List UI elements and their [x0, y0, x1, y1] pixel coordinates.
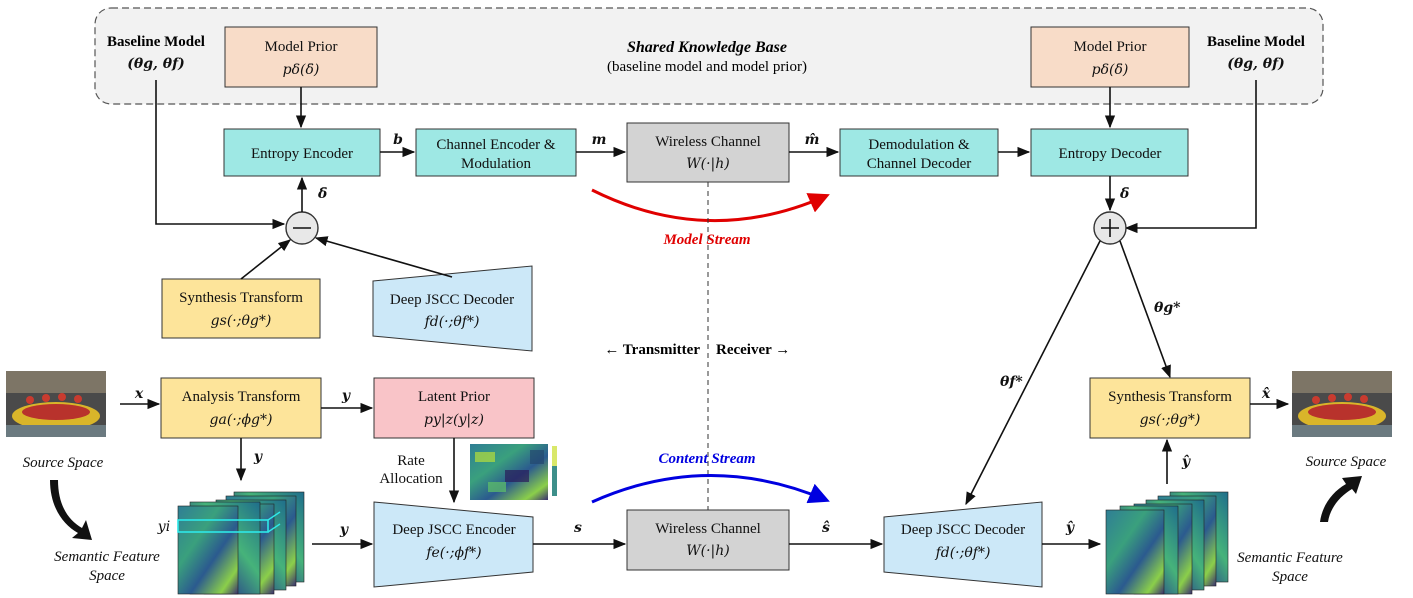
synthesis-right-title: Synthesis Transform: [1108, 389, 1232, 405]
signal-y-i: yi: [157, 519, 170, 535]
rate-alloc-line1: Rate: [397, 453, 425, 469]
jscc-decoder-right-formula: fd(·;θf*): [935, 545, 991, 561]
signal-x: x: [134, 386, 144, 402]
baseline-right-line: [1124, 80, 1257, 234]
rate-heatmap: [470, 444, 557, 500]
entropy-encoder-label: Entropy Encoder: [251, 146, 353, 162]
jscc-encoder-title: Deep JSCC Encoder: [392, 522, 515, 538]
demod-line2: Channel Decoder: [867, 156, 972, 172]
source-image-left: [6, 371, 106, 437]
model-prior-left-title: Model Prior: [265, 39, 338, 55]
channel-encoder-line1: Channel Encoder &: [436, 137, 555, 153]
channel-encoder-line2: Modulation: [461, 156, 531, 172]
arrow-jscc-dec-to-minus: [314, 236, 453, 278]
wireless-channel-top-box: [626, 122, 790, 183]
jscc-decoder-left-formula: fd(·;θf*): [424, 314, 480, 330]
synthesis-right-formula: gs(·;θg*): [1140, 412, 1201, 428]
shared-kb-subtitle: (baseline model and model prior): [607, 59, 807, 75]
arrow-synthesis-to-minus: [240, 239, 292, 280]
signal-y-c: y: [339, 522, 349, 538]
model-prior-right: [1030, 26, 1190, 88]
demod-line1: Demodulation &: [868, 137, 970, 153]
baseline-left-line: [155, 80, 286, 230]
signal-theta-f: θf*: [1000, 374, 1023, 390]
arrow-plus-to-synthesis: [1119, 240, 1171, 379]
entropy-decoder-label: Entropy Decoder: [1059, 146, 1162, 162]
signal-y-hat-a: ŷ: [1065, 519, 1075, 536]
wireless-top-title: Wireless Channel: [655, 134, 761, 150]
analysis-formula: ga(·;ϕg*): [210, 412, 273, 428]
signal-x-hat: x̂: [1261, 386, 1271, 402]
synthesis-left-title: Synthesis Transform: [179, 290, 303, 306]
baseline-right-params: (θg, θf): [1227, 56, 1284, 72]
shared-kb-title: Shared Knowledge Base: [627, 39, 787, 56]
analysis-title: Analysis Transform: [182, 389, 301, 405]
feature-stack-right: [1105, 491, 1229, 595]
jscc-decoder-right-shape: [883, 501, 1043, 588]
jscc-decoder-left-title: Deep JSCC Decoder: [390, 292, 514, 308]
signal-theta-g: θg*: [1154, 300, 1181, 316]
entropy-decoder-box: [1030, 128, 1189, 177]
sem-left-1: Semantic Feature: [54, 549, 160, 565]
latent-prior-formula: py|z(y|z): [424, 412, 484, 428]
jscc-encoder-formula: fe(·;ϕf*): [425, 545, 481, 561]
model-prior-left: [224, 26, 378, 88]
entropy-encoder-box: [223, 128, 381, 177]
baseline-right-title: Baseline Model: [1207, 34, 1305, 50]
signal-delta-bar-left: δ̄: [317, 186, 327, 202]
synthesis-right-box: [1089, 377, 1251, 439]
signal-y-a: y: [341, 388, 351, 404]
source-space-left-label: Source Space: [23, 455, 104, 471]
sem-right-2: Space: [1272, 569, 1308, 585]
content-stream-label: Content Stream: [658, 451, 755, 467]
rate-alloc-line2: Allocation: [379, 471, 443, 487]
curved-arrow-left: [50, 480, 92, 540]
wireless-bottom-formula: W(·|h): [686, 543, 730, 559]
baseline-left-params: (θg, θf): [127, 56, 184, 72]
shared-knowledge-base-frame: [94, 7, 1324, 105]
source-space-right-label: Source Space: [1306, 454, 1387, 470]
content-stream-arc: [591, 474, 830, 504]
signal-delta-bar-right: δ̄: [1119, 186, 1129, 202]
model-stream-arc: [591, 188, 830, 222]
signal-s: s: [574, 520, 582, 536]
feature-stack-left: [177, 491, 305, 595]
model-prior-right-title: Model Prior: [1074, 39, 1147, 55]
signal-m: m: [592, 132, 607, 148]
jscc-encoder-shape: [373, 501, 534, 588]
wireless-bottom-title: Wireless Channel: [655, 521, 761, 537]
signal-y-b: y: [253, 449, 263, 465]
receiver-label: Receiver →: [716, 342, 790, 358]
signal-s-hat: ŝ: [822, 520, 830, 536]
latent-prior-title: Latent Prior: [418, 389, 490, 405]
transmitter-label: ← Transmitter: [604, 342, 700, 358]
model-stream-label: Model Stream: [662, 232, 750, 248]
source-image-right: [1292, 371, 1392, 437]
wireless-channel-bottom-box: [626, 509, 790, 571]
signal-m-hat: m̂: [805, 132, 820, 148]
signal-b: b: [393, 132, 403, 148]
jscc-decoder-left-shape: [372, 265, 533, 352]
analysis-box: [160, 377, 322, 439]
wireless-top-formula: W(·|h): [686, 156, 730, 172]
jscc-decoder-right-title: Deep JSCC Decoder: [901, 522, 1025, 538]
synthesis-left-formula: gs(·;θg*): [211, 313, 272, 329]
arrow-plus-to-jscc-dec: [965, 240, 1101, 506]
baseline-left-title: Baseline Model: [107, 34, 205, 50]
model-prior-right-formula: pδ(δ̄): [1092, 62, 1129, 78]
latent-prior-box: [373, 377, 535, 439]
model-prior-left-formula: pδ(δ̄): [283, 62, 320, 78]
curved-arrow-right: [1320, 476, 1362, 522]
sem-left-2: Space: [89, 568, 125, 584]
signal-y-hat-b: ŷ: [1181, 453, 1191, 470]
synthesis-left-box: [161, 278, 321, 339]
demod-box: [839, 128, 999, 177]
sem-right-1: Semantic Feature: [1237, 550, 1343, 566]
